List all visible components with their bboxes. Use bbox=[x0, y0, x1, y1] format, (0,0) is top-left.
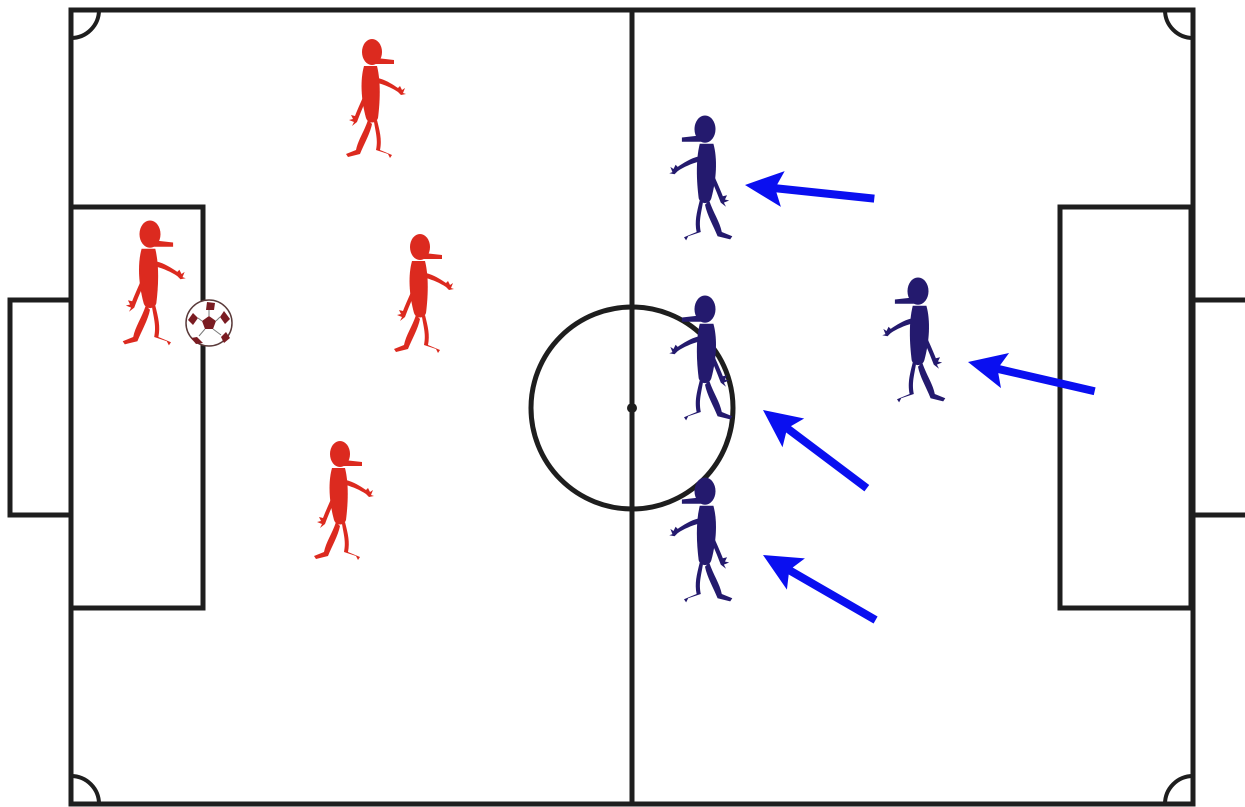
player-blue-center bbox=[669, 295, 733, 421]
corner-arc-bottom-left bbox=[70, 774, 101, 805]
left-penalty-box bbox=[68, 204, 206, 611]
corner-arc-top-left bbox=[70, 9, 101, 40]
player-red-middle bbox=[394, 234, 454, 353]
arrow-blue-top bbox=[743, 167, 877, 217]
player-blue-right bbox=[882, 277, 946, 403]
arrow-blue-center bbox=[752, 395, 878, 503]
player-red-top bbox=[346, 39, 406, 158]
arrow-blue-bottom bbox=[754, 539, 885, 636]
arrow-blue-right bbox=[963, 344, 1099, 409]
corner-arc-bottom-right bbox=[1163, 774, 1194, 805]
player-red-goalkeeper bbox=[122, 220, 186, 346]
player-blue-top bbox=[669, 115, 733, 241]
soccer-ball-icon bbox=[185, 299, 233, 347]
center-spot bbox=[627, 403, 637, 413]
corner-arc-top-right bbox=[1163, 9, 1194, 40]
left-goal bbox=[7, 297, 74, 518]
center-circle bbox=[528, 304, 736, 512]
right-penalty-box bbox=[1057, 204, 1194, 611]
player-red-bottom bbox=[314, 441, 374, 560]
